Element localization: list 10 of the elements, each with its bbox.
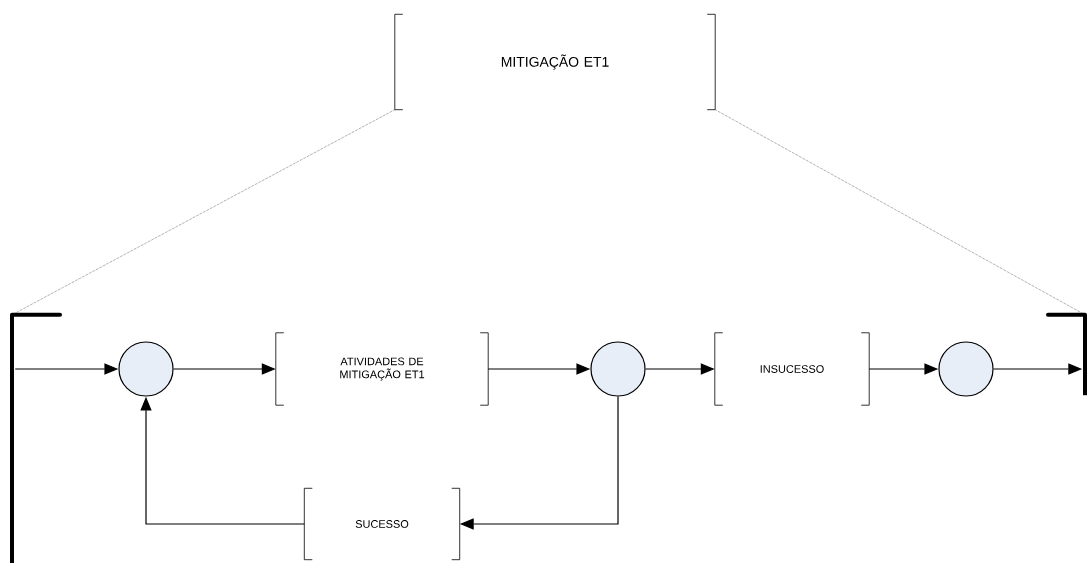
bracket-box: ATIVIDADES DE MITIGAÇÃO ET1: [275, 332, 489, 406]
bracket-box: MITIGAÇÃO ET1: [394, 13, 716, 111]
circle: [938, 341, 994, 397]
bar: [10, 312, 62, 563]
bracket-box: INSUCESSO: [714, 332, 870, 406]
circle: [590, 341, 646, 397]
dotted-line: [714, 109, 1086, 316]
bar: [1046, 312, 1087, 396]
circle: [118, 341, 174, 397]
bracket-box: SUCESSO: [303, 487, 461, 561]
